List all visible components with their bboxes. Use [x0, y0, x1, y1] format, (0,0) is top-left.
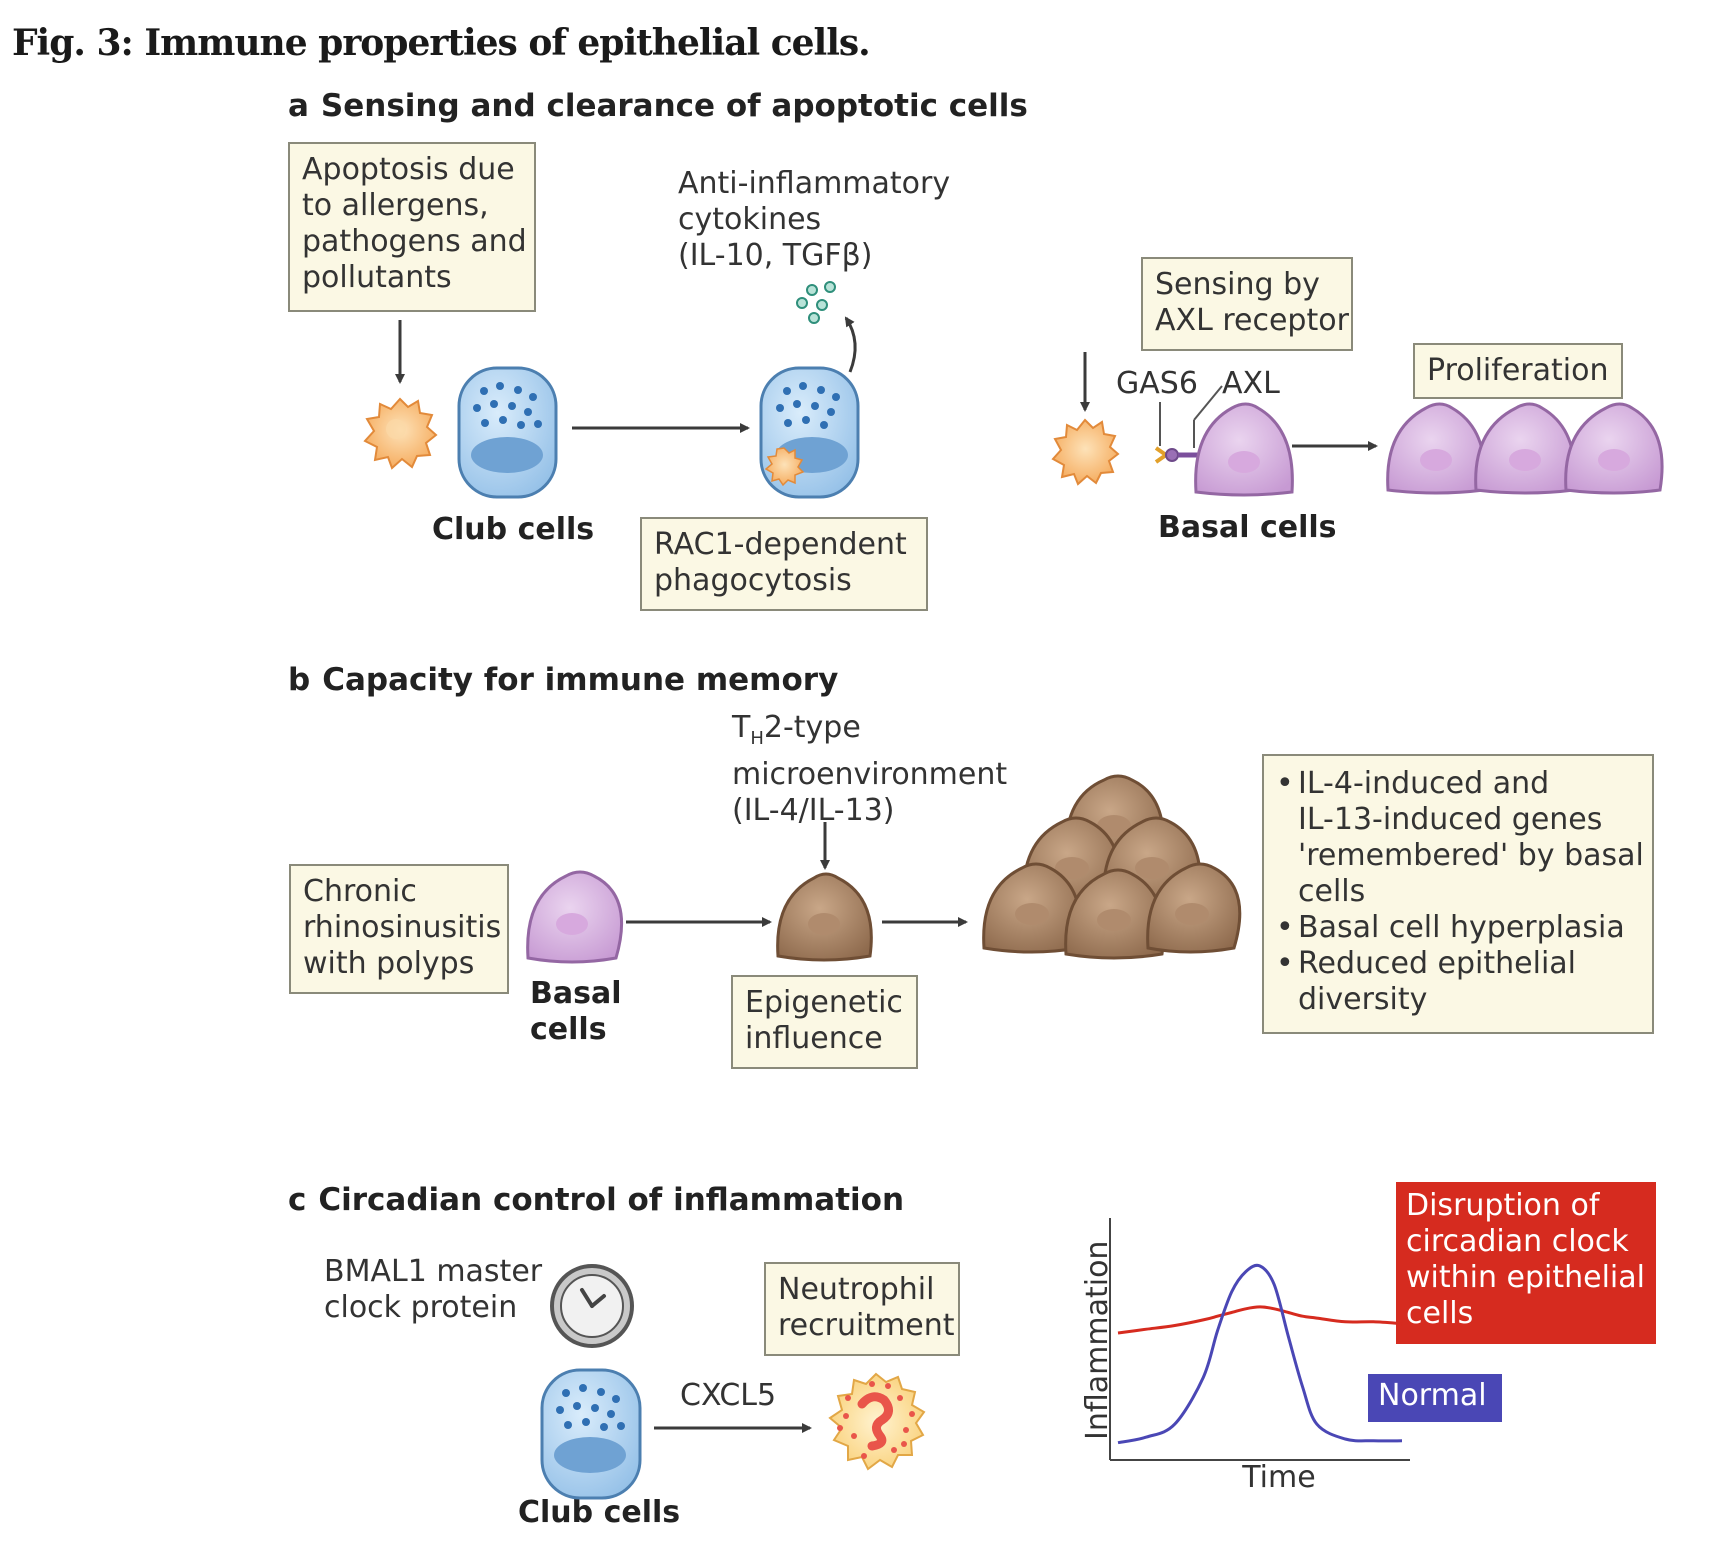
- crs-line-1: Chronic: [303, 874, 417, 909]
- club-cell-icon-2: [759, 366, 860, 499]
- basal-b-line-1: Basal: [530, 976, 622, 1011]
- axl-label: AXL: [1222, 366, 1280, 401]
- th2-sub: H: [750, 728, 764, 749]
- chart-series-disruption: [1117, 1305, 1403, 1335]
- apoptosis-line-1: Apoptosis due: [302, 152, 515, 187]
- neutrophil-box: Neutrophil recruitment: [764, 1262, 960, 1356]
- epigenetic-line-1: Epigenetic: [745, 985, 903, 1020]
- chart-axes: [1109, 1218, 1410, 1461]
- crs-line-2: rhinosinusitis: [303, 910, 502, 945]
- basal-cell-icon-a: [1194, 402, 1294, 497]
- mem-2-line-1: Basal cell hyperplasia: [1298, 910, 1625, 945]
- bmal1-label: BMAL1 master clock protein: [324, 1254, 542, 1326]
- mem-1-line-1: IL-4-induced and: [1298, 766, 1550, 801]
- bmal1-line-2: clock protein: [324, 1290, 518, 1325]
- disruption-label: Disruption of circadian clock within epi…: [1396, 1182, 1656, 1344]
- phagocytosis-box: RAC1-dependent phagocytosis: [640, 517, 928, 611]
- phagocytosis-line-2: phagocytosis: [654, 563, 852, 598]
- epigenetic-basal-cell-icon: [776, 872, 873, 962]
- panel-b-title: b Capacity for immune memory: [288, 662, 838, 698]
- neutrophil-icon: [828, 1372, 926, 1471]
- panel-c-title: c Circadian control of inflammation: [288, 1182, 904, 1218]
- chart-xlabel: Time: [1242, 1460, 1316, 1495]
- apoptotic-cell-icon: [363, 397, 438, 470]
- bullet-dot-1: •: [1276, 766, 1294, 801]
- neutrophil-line-2: recruitment: [778, 1308, 955, 1343]
- phagocytosis-line-1: RAC1-dependent: [654, 527, 907, 562]
- apoptotic-cell-icon-2: [1051, 418, 1120, 486]
- neutrophil-line-1: Neutrophil: [778, 1272, 935, 1307]
- axl-pointer: [1193, 385, 1223, 421]
- cytokines-line-3: (IL-10, TGFβ): [678, 238, 873, 273]
- arrow-to-cytokines: [844, 316, 857, 373]
- disruption-line-4: cells: [1406, 1296, 1474, 1331]
- basal-b-line-2: cells: [530, 1012, 607, 1047]
- mem-1-line-2: IL-13-induced genes: [1298, 802, 1603, 837]
- mem-1-line-3: 'remembered' by basal: [1298, 838, 1644, 873]
- th2-t: T: [732, 710, 751, 745]
- cytokine-dots-icon: [796, 281, 836, 324]
- cxcl5-label: CXCL5: [680, 1378, 777, 1413]
- cytokines-line-1: Anti-inflammatory: [678, 166, 951, 201]
- cytokines-line-2: cytokines: [678, 202, 822, 237]
- epigenetic-line-2: influence: [745, 1021, 883, 1056]
- bullet-dot-3: •: [1276, 946, 1294, 981]
- club-cell-icon-3: [540, 1368, 642, 1500]
- sensing-box: Sensing by AXL receptor: [1141, 257, 1353, 351]
- memory-box: •IL-4-induced and IL-13-induced genes 'r…: [1262, 754, 1654, 1034]
- memory-bullet-2: •Basal cell hyperplasia: [1276, 910, 1640, 946]
- apoptosis-box: Apoptosis due to allergens, pathogens an…: [288, 142, 536, 312]
- panel-a-title: a Sensing and clearance of apoptotic cell…: [288, 88, 1028, 124]
- epigenetic-box: Epigenetic influence: [731, 975, 918, 1069]
- mem-3-line-1: Reduced epithelial: [1298, 946, 1576, 981]
- disruption-line-2: circadian clock: [1406, 1224, 1629, 1259]
- disruption-line-3: within epithelial: [1406, 1260, 1645, 1295]
- mem-3-line-2: diversity: [1298, 982, 1428, 1017]
- bmal1-line-1: BMAL1 master: [324, 1254, 543, 1289]
- th2-line-1: TH2-type: [732, 710, 1007, 757]
- th2-line-2: microenvironment: [732, 757, 1008, 792]
- th2-rest: 2-type: [763, 710, 861, 745]
- panel-a-title-text: Sensing and clearance of apoptotic cells: [320, 88, 1028, 124]
- crs-line-3: with polyps: [303, 946, 475, 981]
- apoptosis-line-2: to allergens,: [302, 188, 489, 223]
- bullet-dot-2: •: [1276, 910, 1294, 945]
- cytokines-label: Anti-inflammatory cytokines (IL-10, TGFβ…: [678, 166, 950, 274]
- normal-label: Normal: [1368, 1374, 1502, 1422]
- basal-cell-icon-b: [526, 870, 624, 964]
- basal-cells-label-a: Basal cells: [1158, 510, 1337, 545]
- th2-label: TH2-type microenvironment (IL-4/IL-13): [732, 710, 1007, 829]
- disruption-line-1: Disruption of: [1406, 1188, 1600, 1223]
- panel-b-letter: b: [288, 662, 311, 698]
- panel-c-title-text: Circadian control of inflammation: [318, 1182, 905, 1218]
- apoptosis-line-3: pathogens and: [302, 224, 527, 259]
- mem-1-line-4: cells: [1298, 874, 1366, 909]
- clock-icon: [550, 1264, 634, 1348]
- panel-b-title-text: Capacity for immune memory: [322, 662, 839, 698]
- chart-series-normal: [1117, 1263, 1403, 1445]
- memory-bullet-1: •IL-4-induced and: [1276, 766, 1640, 802]
- club-cells-label-a: Club cells: [432, 512, 595, 547]
- proliferating-basal-cells-icon: [1386, 402, 1664, 495]
- panel-c-letter: c: [288, 1182, 307, 1218]
- figure-title: Fig. 3: Immune properties of epithelial …: [12, 22, 871, 64]
- club-cells-label-c: Club cells: [518, 1495, 681, 1530]
- th2-line-3: (IL-4/IL-13): [732, 793, 895, 828]
- sensing-line-2: AXL receptor: [1155, 303, 1349, 338]
- engulfed-apoptotic-body-icon: [764, 447, 805, 487]
- apoptosis-line-4: pollutants: [302, 260, 452, 295]
- sensing-line-1: Sensing by: [1155, 267, 1320, 302]
- club-cell-icon-1: [457, 366, 558, 499]
- proliferation-box: Proliferation: [1413, 343, 1623, 399]
- hyperplasia-cells-icon: [982, 774, 1242, 960]
- crs-box: Chronic rhinosinusitis with polyps: [289, 864, 509, 994]
- memory-bullet-3: •Reduced epithelial: [1276, 946, 1640, 982]
- gas6-label: GAS6: [1116, 366, 1198, 401]
- panel-a-letter: a: [288, 88, 309, 124]
- basal-cells-label-b: Basal cells: [530, 976, 622, 1048]
